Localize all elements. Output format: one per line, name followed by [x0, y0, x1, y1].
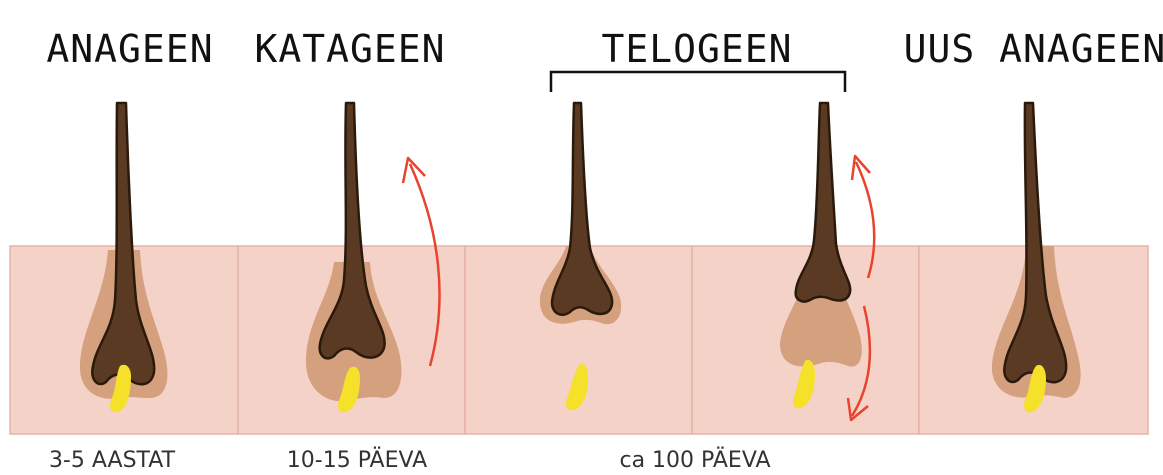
hair-shaft: [796, 103, 851, 302]
hair-shaft: [92, 103, 154, 384]
telogen-bracket: [551, 72, 845, 92]
duration-catagen: 10-15 PÄEVA: [287, 447, 427, 473]
stage-title-new-anagen: UUS ANAGEEN: [904, 27, 1163, 71]
hair-shaft: [1004, 103, 1066, 382]
stage-title-anagen: ANAGEEN: [46, 27, 213, 71]
stage-title-catagen: KATAGEEN: [254, 27, 445, 71]
stage-title-telogen: TELOGEEN: [601, 27, 792, 71]
duration-anagen: 3-5 AASTAT: [49, 448, 176, 473]
duration-telogen: ca 100 PÄEVA: [619, 447, 770, 473]
hair-shaft: [320, 103, 385, 358]
hair-shaft: [552, 103, 612, 315]
